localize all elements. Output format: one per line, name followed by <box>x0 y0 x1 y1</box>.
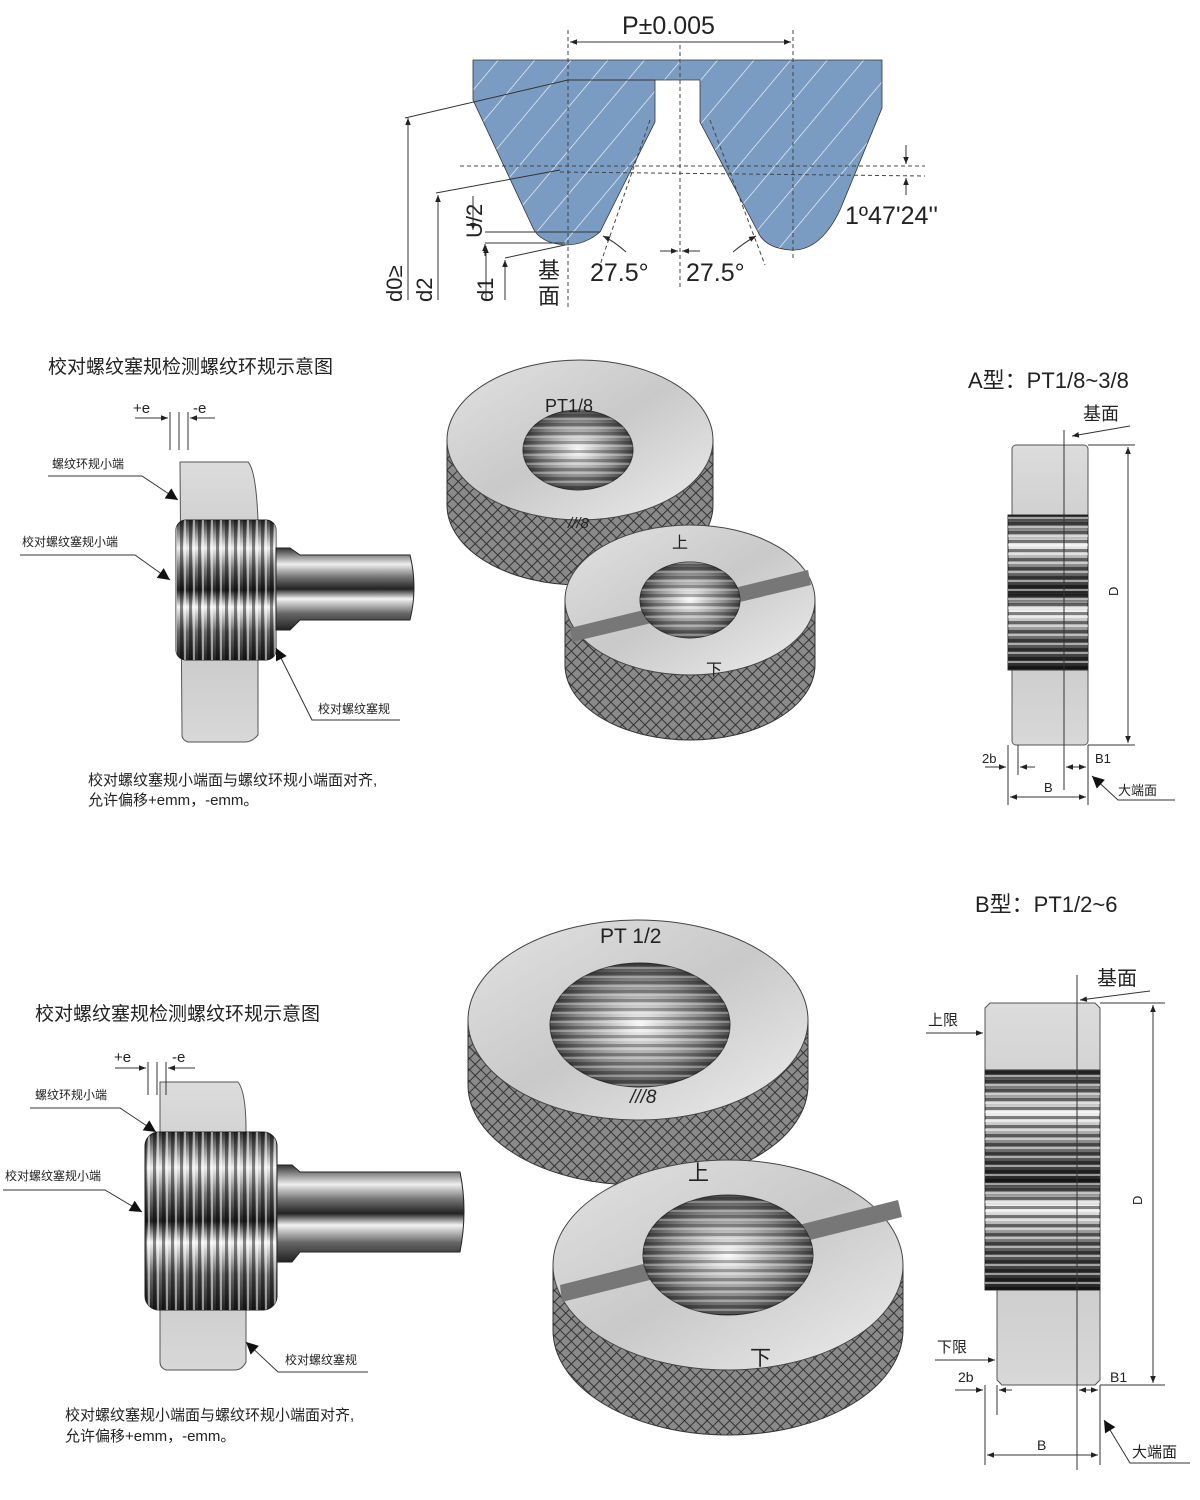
ring-gauge-go-b: PT 1/2 ///8 <box>467 919 809 1186</box>
ring1-sub-mark-b: ///8 <box>628 1087 657 1108</box>
minus-e-label-b: -e <box>172 1049 185 1066</box>
type-b-B-label: B <box>1037 1437 1046 1453</box>
type-b-title: B型：PT1/2~6 <box>975 892 1117 917</box>
type-b-B1-label: B1 <box>1110 1369 1127 1385</box>
base-label-1: 基 <box>538 258 560 283</box>
u-half-label: U/2 <box>462 204 487 238</box>
type-a-B-label: B <box>1044 780 1053 795</box>
ring1-mark: PT1/8 <box>545 396 593 416</box>
ring-gauge-split-b: 上 下 <box>552 1159 904 1436</box>
type-b-2b-label: 2b <box>958 1369 974 1385</box>
caption-line-2-b: 允许偏移+emm，-emm。 <box>65 1428 235 1445</box>
type-a-drawing: A型：PT1/8~3/8 基面 D 2b B1 B 大端面 <box>968 368 1175 805</box>
type-a-B1-label: B1 <box>1095 751 1111 766</box>
section-b: 校对螺纹塞规检测螺纹环规示意图 +e -e 螺纹环规小端 校对螺纹塞规小端 校对… <box>3 892 1190 1470</box>
plug-label-b: 校对螺纹塞规 <box>285 1352 357 1367</box>
angle-left-label: 27.5° <box>590 259 649 287</box>
type-a-large-end-label: 大端面 <box>1118 783 1157 798</box>
type-a-D-label: D <box>1106 587 1121 596</box>
type-b-D-label: D <box>1130 1196 1145 1205</box>
type-a-base-label: 基面 <box>1083 404 1119 424</box>
upper-limit-label: 上限 <box>928 1012 958 1029</box>
ring1-sub-mark: ///8 <box>567 515 590 532</box>
ring2-bottom-mark-b: 下 <box>750 1347 771 1370</box>
plus-e-label: +e <box>133 400 150 417</box>
plug-small-end-label: 校对螺纹塞规小端 <box>22 534 118 549</box>
ring2-top-mark: 上 <box>672 534 688 552</box>
taper-angle-label: 1º47'24'' <box>845 202 938 230</box>
type-b-large-end-label: 大端面 <box>1132 1444 1177 1461</box>
ring2-top-mark-b: 上 <box>688 1162 709 1185</box>
type-a-title: A型：PT1/8~3/8 <box>968 368 1129 393</box>
plug-label: 校对螺纹塞规 <box>318 701 390 716</box>
gauge-assembly-b: +e -e 螺纹环规小端 校对螺纹塞规小端 校对螺纹塞规 <box>3 1049 465 1373</box>
plug-small-end-label-b: 校对螺纹塞规小端 <box>5 1168 101 1183</box>
caption-line-1: 校对螺纹塞规小端面与螺纹环规小端面对齐, <box>88 771 377 789</box>
caption-line-1-b: 校对螺纹塞规小端面与螺纹环规小端面对齐, <box>65 1406 354 1424</box>
type-b-drawing: B型：PT1/2~6 基面 D 上限 下限 2b B1 B 大端面 <box>926 892 1190 1470</box>
section-b-title: 校对螺纹塞规检测螺纹环规示意图 <box>35 1003 320 1025</box>
ring-small-end-label: 螺纹环规小端 <box>52 456 124 471</box>
gauge-assembly-a: +e -e 螺纹环规小端 校对螺纹塞规小端 校对螺纹塞规 <box>20 400 415 743</box>
angle-right-label: 27.5° <box>686 259 745 287</box>
d1-label: d1 <box>473 278 498 302</box>
thread-profile-diagram: P±0.005 d0≥ d2 d1 U/2 基 面 27.5° 27.5° 1º… <box>382 12 938 310</box>
lower-limit-label: 下限 <box>937 1339 967 1356</box>
thread-profile-shape <box>472 59 883 251</box>
caption-line-2: 允许偏移+emm，-emm。 <box>88 792 258 809</box>
pitch-label: P±0.005 <box>622 12 715 40</box>
type-b-base-label: 基面 <box>1097 967 1137 990</box>
d2-label: d2 <box>412 278 437 302</box>
type-a-2b-label: 2b <box>982 751 996 766</box>
ring2-bottom-mark: 下 <box>706 662 722 679</box>
ring1-mark-b: PT 1/2 <box>600 925 661 948</box>
ring-small-end-label-b: 螺纹环规小端 <box>35 1087 107 1102</box>
d0-label: d0≥ <box>382 265 407 302</box>
section-a-title: 校对螺纹塞规检测螺纹环规示意图 <box>48 356 333 378</box>
plus-e-label-b: +e <box>114 1049 131 1066</box>
minus-e-label: -e <box>193 400 206 417</box>
section-a: 校对螺纹塞规检测螺纹环规示意图 +e -e 螺纹环规小端 校对螺纹塞规小端 校对… <box>20 356 1175 809</box>
base-label-2: 面 <box>538 284 560 309</box>
ring-gauge-split-a: 上 下 <box>564 524 816 741</box>
